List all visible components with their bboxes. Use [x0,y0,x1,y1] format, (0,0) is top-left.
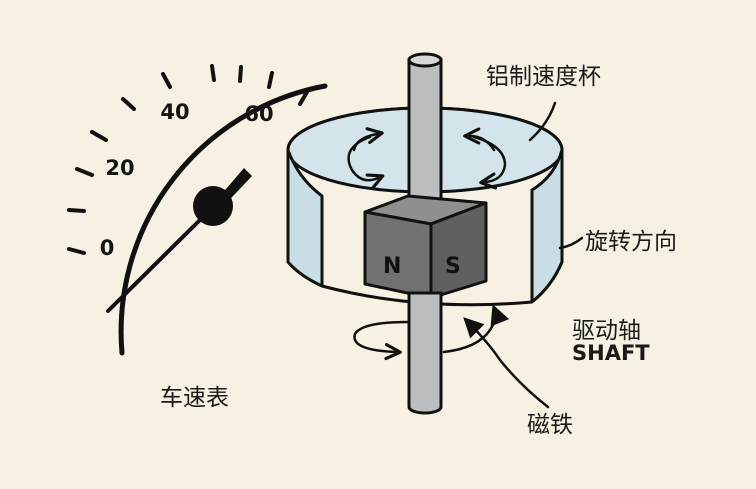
aluminum-cup-label: 铝制速度杯 [486,64,601,90]
drive-shaft-en-label: SHAFT [572,341,650,365]
rotation-direction-label: 旋转方向 [585,229,677,255]
magnet-south-face [429,201,488,300]
gauge-tick-label-40: 40 [160,100,190,124]
magnet-pointer-arrow [463,317,550,409]
speedometer-gauge [67,64,328,356]
magnet-pole-north: N [383,254,402,279]
speedometer-label: 车速表 [160,385,229,411]
shaft-rotation-arrow [353,320,410,361]
gauge-tick-label-0: 0 [99,236,115,260]
rotation-arrow-left-top [352,127,384,152]
shaft-top [407,52,443,68]
gauge-dial-arc [118,83,328,356]
rotation-pointer-line [558,236,584,250]
gauge-needle [106,212,208,313]
shaft-rotation-arrow-right [442,304,510,354]
gauge-tick-label-20: 20 [105,156,135,180]
drive-shaft-label: 驱动轴 [572,318,641,344]
gauge-tick-label-60: 60 [244,102,274,126]
rotation-arrow-right-top [463,127,496,152]
magnet-label: 磁铁 [527,412,573,438]
magnet-pole-south: S [445,254,461,279]
drive-shaft-lower [407,291,443,415]
cup-pointer-line [528,101,557,142]
gauge-hub [193,186,233,226]
gauge-major-ticks [67,64,309,255]
